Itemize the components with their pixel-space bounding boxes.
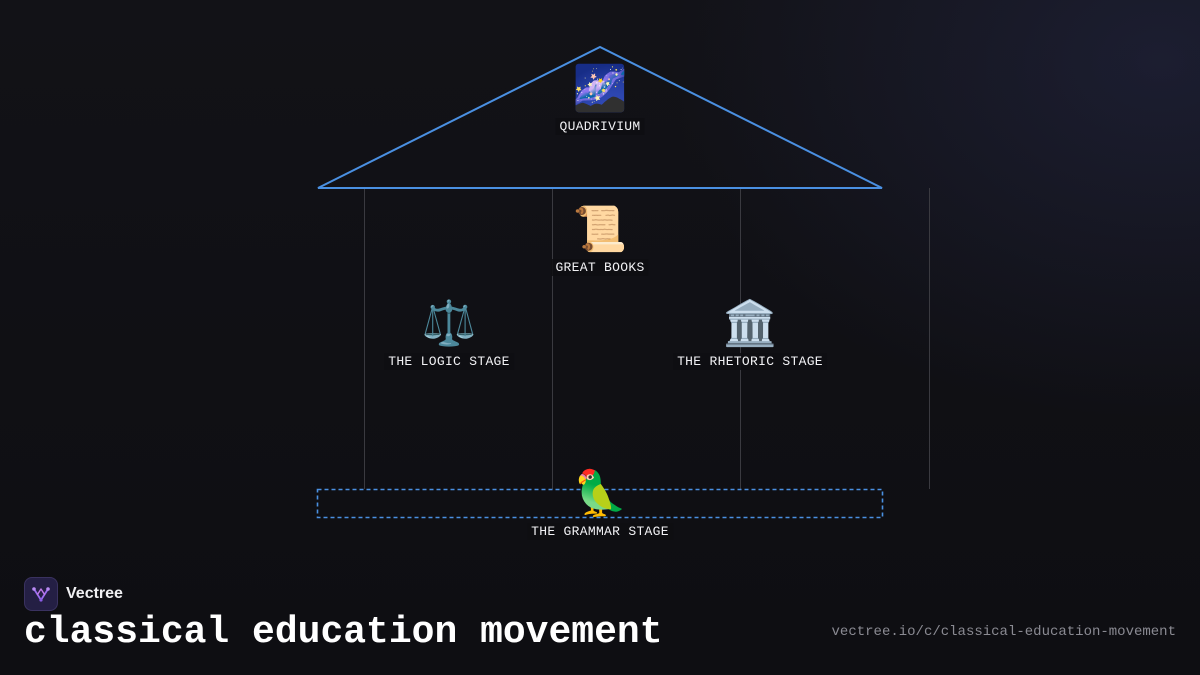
- node-label: GREAT BOOKS: [551, 259, 649, 276]
- milky-way-icon: 🌌: [572, 63, 628, 114]
- balance-scale-icon: ⚖️: [421, 298, 477, 349]
- scroll-icon: 📜: [572, 204, 628, 255]
- brand-name: Vectree: [66, 585, 123, 602]
- page-url[interactable]: vectree.io/c/classical-education-movemen…: [831, 624, 1176, 640]
- node-label: THE LOGIC STAGE: [384, 353, 514, 370]
- node-quadrivium[interactable]: 🌌 QUADRIVIUM: [555, 63, 645, 135]
- foundation-base: [316, 488, 884, 519]
- node-grammar-stage[interactable]: 🦜 THE GRAMMAR STAGE: [527, 469, 673, 540]
- page-title: classical education movement: [24, 611, 663, 654]
- roof-triangle: [317, 45, 883, 189]
- node-label: QUADRIVIUM: [555, 118, 645, 135]
- node-great-books[interactable]: 📜 GREAT BOOKS: [551, 204, 649, 276]
- parrot-icon: 🦜: [572, 468, 628, 519]
- vectree-logo-icon: [24, 577, 58, 611]
- node-label: THE GRAMMAR STAGE: [527, 523, 673, 540]
- node-label: THE RHETORIC STAGE: [673, 353, 827, 370]
- classical-building-icon: 🏛️: [722, 298, 778, 349]
- node-logic-stage[interactable]: ⚖️ THE LOGIC STAGE: [384, 299, 514, 370]
- brand[interactable]: Vectree: [24, 577, 123, 611]
- node-rhetoric-stage[interactable]: 🏛️ THE RHETORIC STAGE: [673, 299, 827, 370]
